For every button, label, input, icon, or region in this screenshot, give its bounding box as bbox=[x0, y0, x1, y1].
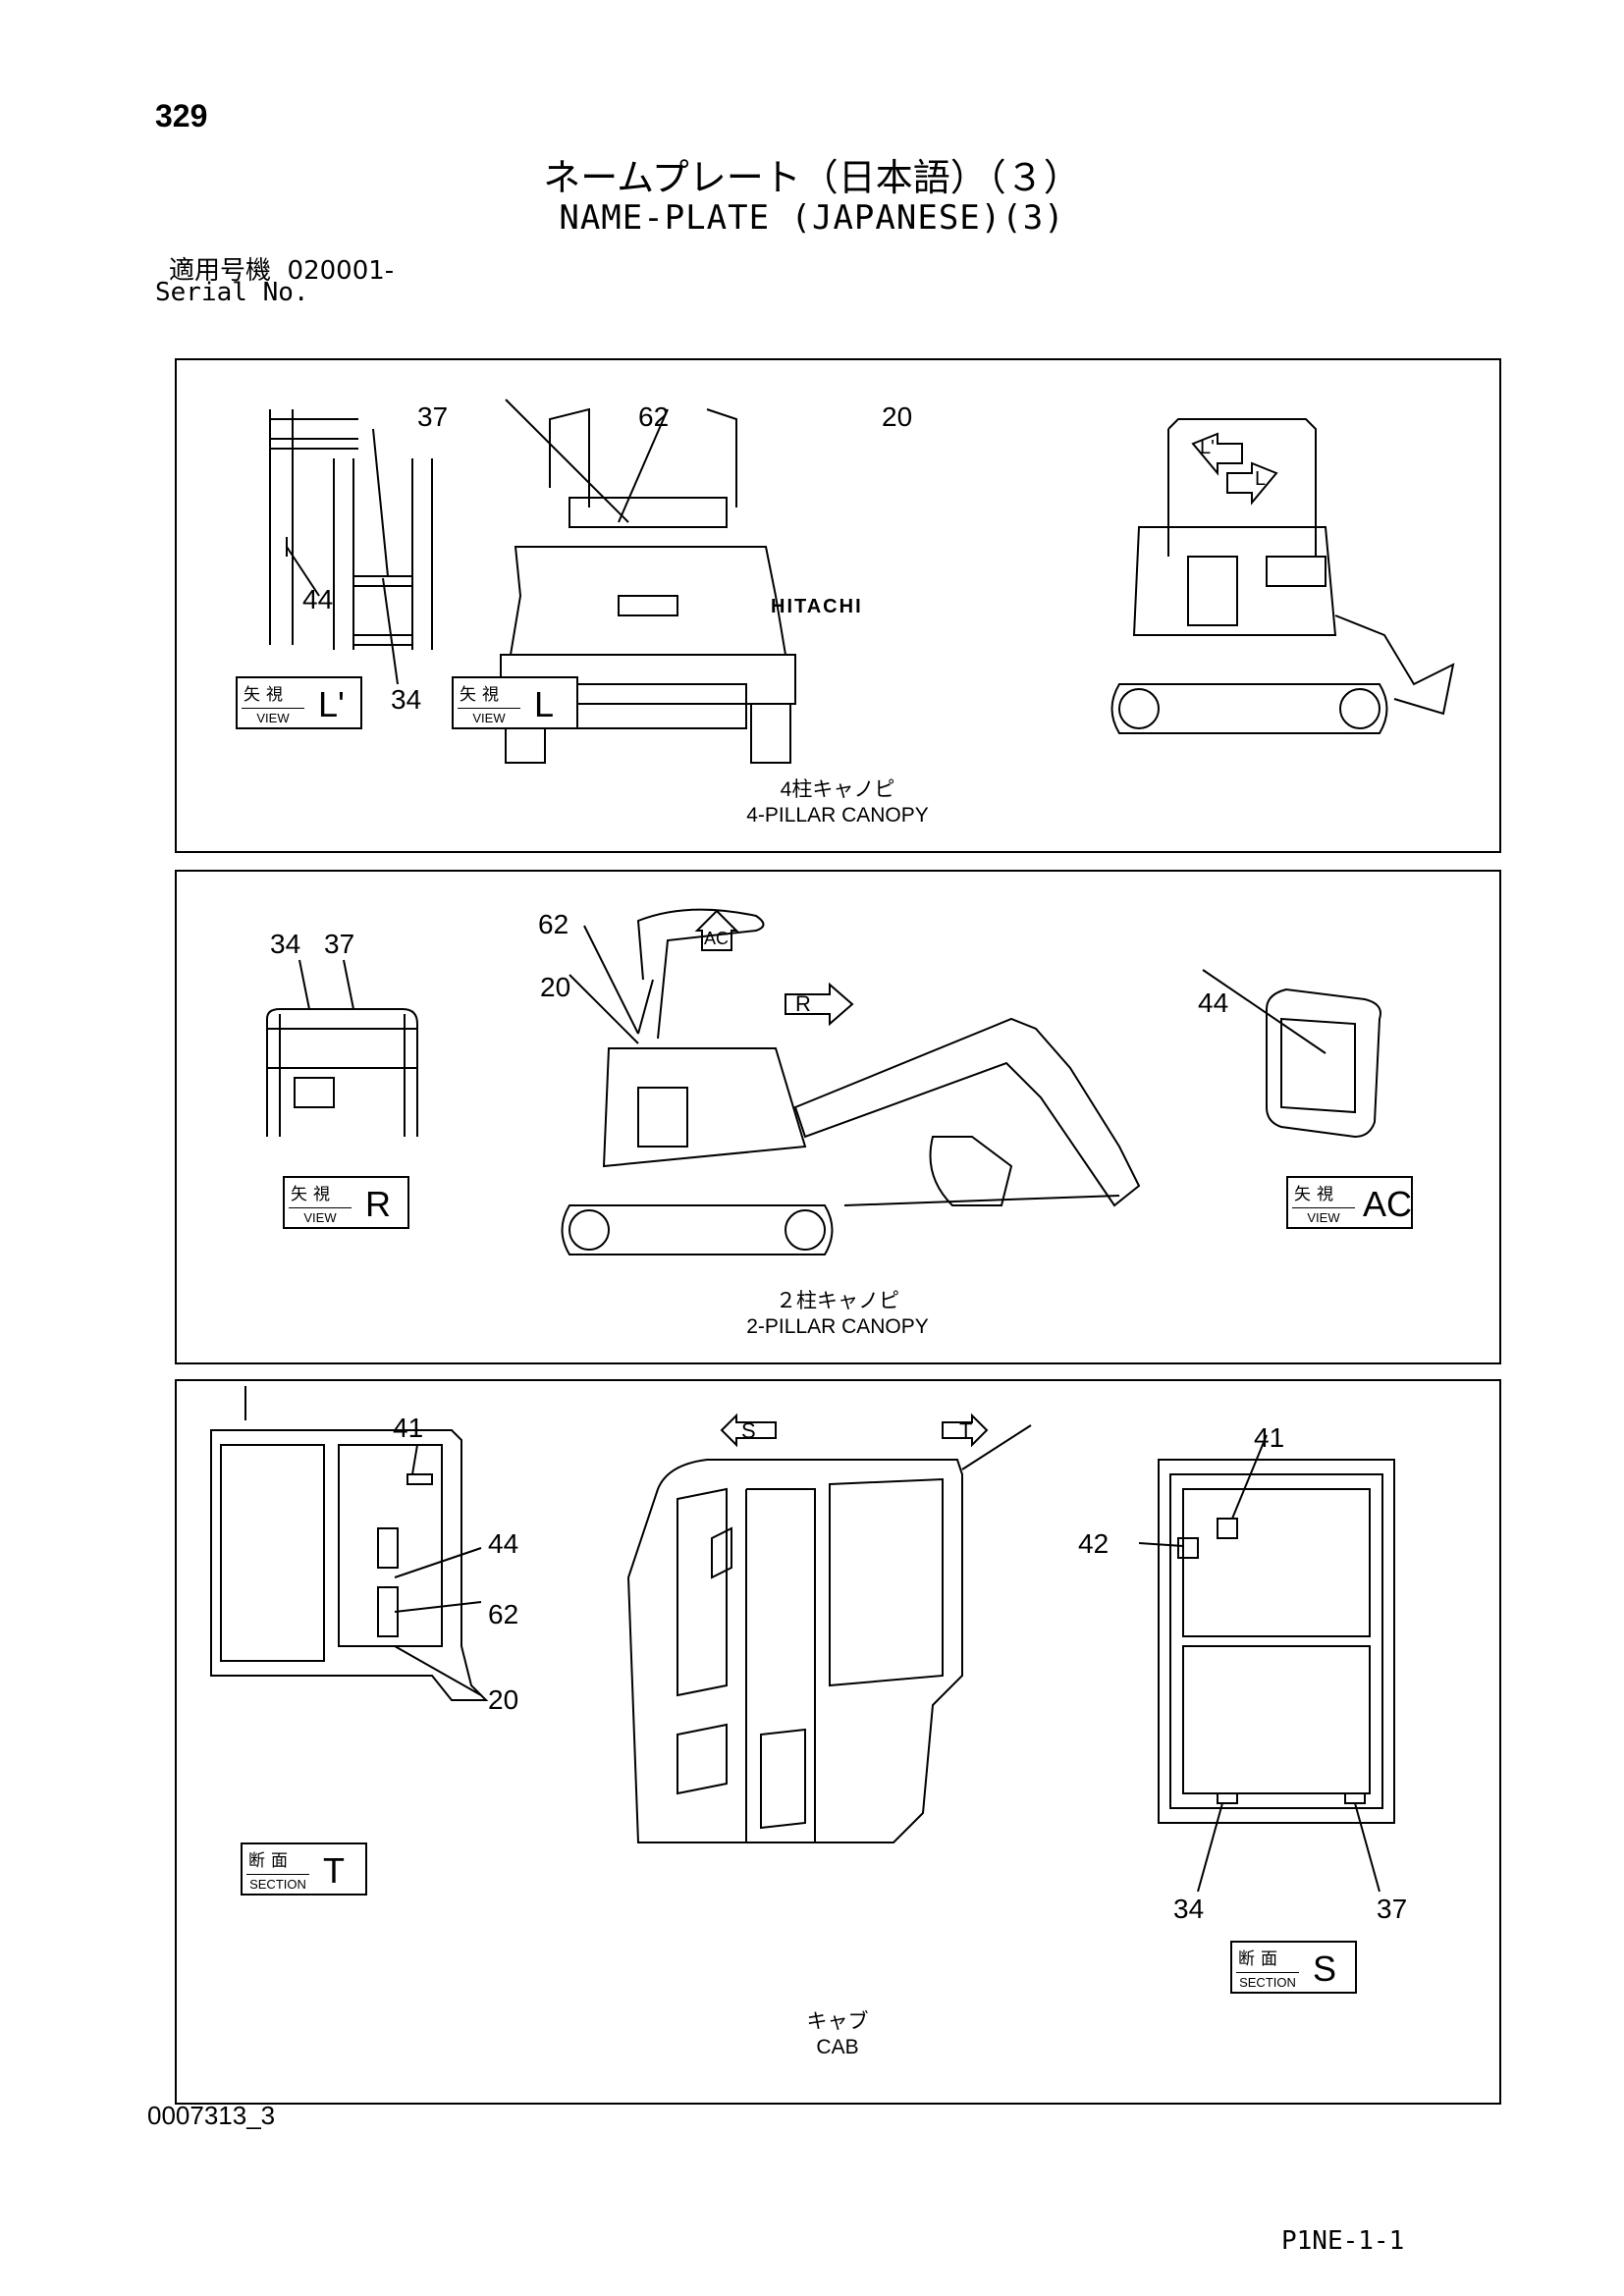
caption-two-pillar: ２柱キャノピ 2-PILLAR CANOPY bbox=[739, 1289, 936, 1340]
callout-37: 37 bbox=[417, 401, 449, 432]
document-id: 0007313_3 bbox=[147, 2101, 276, 2130]
section-box-t: 断面 SECTION T bbox=[241, 1842, 367, 1896]
view-box-r: 矢視 VIEW R bbox=[283, 1176, 409, 1229]
view-box-letter: L bbox=[534, 684, 555, 724]
view-box-l-prime: 矢視 VIEW L' bbox=[236, 676, 362, 729]
callout-44: 44 bbox=[488, 1528, 519, 1559]
serial-label-jp-text: 適用号機 bbox=[169, 256, 272, 286]
view-box-letter: R bbox=[365, 1184, 391, 1224]
view-box-ac: 矢視 VIEW AC bbox=[1286, 1176, 1413, 1229]
callout-42: 42 bbox=[1078, 1528, 1110, 1559]
view-box-en: VIEW bbox=[242, 708, 304, 725]
serial-range: 020001- bbox=[287, 256, 395, 286]
callout-62: 62 bbox=[488, 1599, 519, 1629]
section-box-en: SECTION bbox=[246, 1874, 309, 1892]
panel-cab: 41 44 62 20 41 42 34 37 S T 断面 SECTION T… bbox=[175, 1379, 1501, 2105]
callout-62: 62 bbox=[638, 401, 670, 432]
view-box-en: VIEW bbox=[289, 1207, 352, 1225]
section-box-jp: 断面 bbox=[248, 1851, 294, 1871]
arrow-label-t: T bbox=[959, 1418, 973, 1443]
caption-jp: 4柱キャノピ bbox=[780, 778, 895, 801]
view-box-en: VIEW bbox=[458, 708, 520, 725]
caption-four-pillar: 4柱キャノピ 4-PILLAR CANOPY bbox=[739, 777, 936, 828]
callout-34: 34 bbox=[270, 929, 301, 959]
section-box-letter: S bbox=[1313, 1949, 1337, 1989]
arrow-label-s: S bbox=[741, 1418, 756, 1443]
callout-62: 62 bbox=[538, 909, 569, 939]
view-box-jp: 矢視 bbox=[460, 685, 505, 705]
callout-37: 37 bbox=[1377, 1894, 1408, 1924]
section-box-letter: T bbox=[323, 1850, 345, 1891]
page-code: P1NE-1-1 bbox=[1281, 2226, 1405, 2256]
callout-37: 37 bbox=[324, 929, 355, 959]
caption-en: CAB bbox=[816, 2036, 859, 2058]
brand-label: HITACHI bbox=[771, 596, 863, 617]
view-box-letter: L' bbox=[318, 684, 345, 724]
caption-jp: ２柱キャノピ bbox=[776, 1290, 899, 1312]
callout-44: 44 bbox=[1198, 988, 1229, 1018]
serial-label-english: Serial No. bbox=[155, 278, 309, 307]
caption-cab: キャブ CAB bbox=[739, 2009, 936, 2060]
caption-jp: キャブ bbox=[806, 2010, 869, 2033]
section-box-s: 断面 SECTION S bbox=[1230, 1941, 1357, 1994]
title-english: NAME-PLATE (JAPANESE)(3) bbox=[559, 198, 1065, 238]
two-pillar-drawing bbox=[266, 908, 1381, 1255]
panel-four-pillar-canopy: 37 44 34 62 20 HITACHI L' L 矢視 VIEW L' 矢… bbox=[175, 358, 1501, 853]
panel-two-pillar-canopy: 34 37 62 20 44 AC R 矢視 VIEW R 矢視 VIEW AC… bbox=[175, 870, 1501, 1364]
caption-en: 2-PILLAR CANOPY bbox=[746, 1315, 929, 1338]
callout-44: 44 bbox=[302, 584, 334, 614]
section-box-jp: 断面 bbox=[1238, 1949, 1283, 1969]
serial-label-japanese: 適用号機 020001- bbox=[169, 250, 394, 287]
view-box-jp: 矢視 bbox=[244, 685, 289, 705]
arrow-label-l-prime: L' bbox=[1200, 437, 1215, 458]
callout-20: 20 bbox=[540, 972, 571, 1002]
arrow-label-r: R bbox=[795, 991, 811, 1016]
callout-41-right: 41 bbox=[1254, 1422, 1285, 1453]
callout-41-left: 41 bbox=[393, 1413, 424, 1443]
callout-34: 34 bbox=[391, 684, 422, 715]
callout-20: 20 bbox=[488, 1684, 519, 1715]
cab-drawing bbox=[210, 1386, 1395, 1893]
view-box-jp: 矢視 bbox=[291, 1185, 336, 1204]
callout-34: 34 bbox=[1173, 1894, 1205, 1924]
caption-en: 4-PILLAR CANOPY bbox=[746, 804, 929, 827]
callout-20: 20 bbox=[882, 401, 913, 432]
section-box-en: SECTION bbox=[1236, 1972, 1299, 1990]
page-number: 329 bbox=[155, 98, 208, 133]
title-japanese: ネームプレート（日本語）（３） bbox=[543, 156, 1081, 199]
view-box-letter: AC bbox=[1363, 1184, 1413, 1224]
arrow-label-ac: AC bbox=[704, 929, 730, 948]
arrow-label-l: L bbox=[1255, 468, 1267, 490]
view-box-en: VIEW bbox=[1292, 1207, 1355, 1225]
view-box-l: 矢視 VIEW L bbox=[452, 676, 578, 729]
view-box-jp: 矢視 bbox=[1294, 1185, 1339, 1204]
